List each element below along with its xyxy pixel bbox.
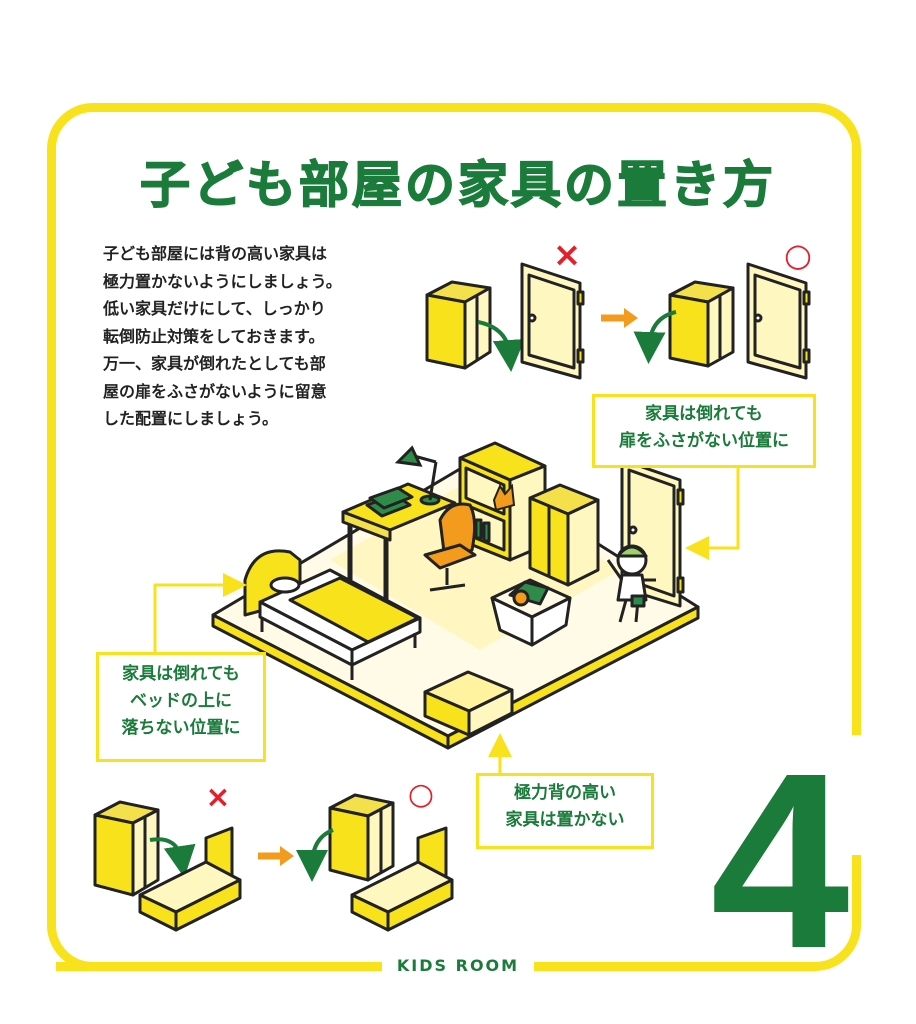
- right-mark: ○: [408, 777, 434, 812]
- intro-line: 屋の扉をふさがないように留意: [103, 381, 327, 401]
- page-number: 4: [710, 742, 849, 957]
- callout-line: ベッドの上に: [130, 691, 232, 711]
- wardrobe-icon: [93, 800, 160, 897]
- intro-line: した配置にしましょう。: [103, 409, 279, 428]
- callout-bed: 家具は倒れても ベッドの上に 落ちない位置に: [96, 652, 266, 762]
- toy-box-icon: [490, 578, 572, 647]
- intro-line: 極力置かないようにしましょう。: [103, 271, 342, 291]
- wardrobe-icon: [328, 793, 395, 882]
- intro-line: 転倒防止対策をしておきます。: [103, 326, 325, 346]
- cat-icon: [492, 483, 516, 512]
- fall-arrow-icon: [296, 828, 334, 882]
- bed-icon: [350, 826, 454, 932]
- callout-line: 極力背の高い: [514, 783, 616, 803]
- fall-arrow-icon: [149, 837, 196, 878]
- connector-line: [685, 468, 740, 560]
- wrong-mark: ×: [205, 780, 230, 815]
- callout-line: 落ちない位置に: [121, 718, 241, 738]
- callout-line: 家具は置かない: [505, 810, 625, 830]
- child-icon: [606, 544, 656, 623]
- wardrobe-icon: [425, 280, 492, 370]
- wardrobe-icon: [668, 280, 735, 368]
- bed-icon: [243, 549, 422, 680]
- intro-line: 万一、家具が倒れたとしても部: [103, 354, 326, 373]
- callout-line: 扉をふさがない位置に: [619, 431, 789, 451]
- intro-line: 子ども部屋には背の高い家具は: [103, 244, 328, 263]
- fall-arrow-icon: [477, 320, 525, 372]
- intro-text: 子ども部屋には背の高い家具は 極力置かないようにしましょう。 低い家具だけにして…: [103, 240, 403, 433]
- fall-arrow-icon: [633, 310, 677, 364]
- page-title: 子ども部屋の家具の置き方: [139, 155, 776, 215]
- intro-line: 低い家具だけにして、しっかり: [103, 299, 326, 318]
- arrow-head: [280, 846, 294, 866]
- bed-icon: [138, 826, 242, 932]
- callout-door: 家具は倒れても 扉をふさがない位置に: [592, 394, 816, 468]
- page-number-graphic: 4: [710, 742, 849, 957]
- right-mark: ○: [784, 236, 812, 274]
- callout-line: 家具は倒れても: [645, 404, 763, 424]
- wardrobe-icon: [528, 483, 600, 587]
- callout-line: 家具は倒れても: [122, 664, 240, 684]
- frame-gap: [846, 735, 876, 855]
- wrong-mark: ×: [553, 235, 582, 275]
- footer-bar-right: [540, 962, 700, 971]
- door-icon: [520, 262, 585, 380]
- lamp-icon: [394, 445, 441, 506]
- door-icon: [746, 262, 811, 380]
- low-cabinet-icon: [423, 670, 514, 737]
- connector-line: [153, 573, 247, 652]
- arrow-head: [624, 308, 638, 328]
- footer-bar-left: [56, 962, 376, 971]
- callout-tall-furniture: 極力背の高い 家具は置かない: [476, 773, 654, 849]
- chair-icon: [423, 502, 477, 592]
- footer-label: KIDS ROOM: [382, 956, 534, 975]
